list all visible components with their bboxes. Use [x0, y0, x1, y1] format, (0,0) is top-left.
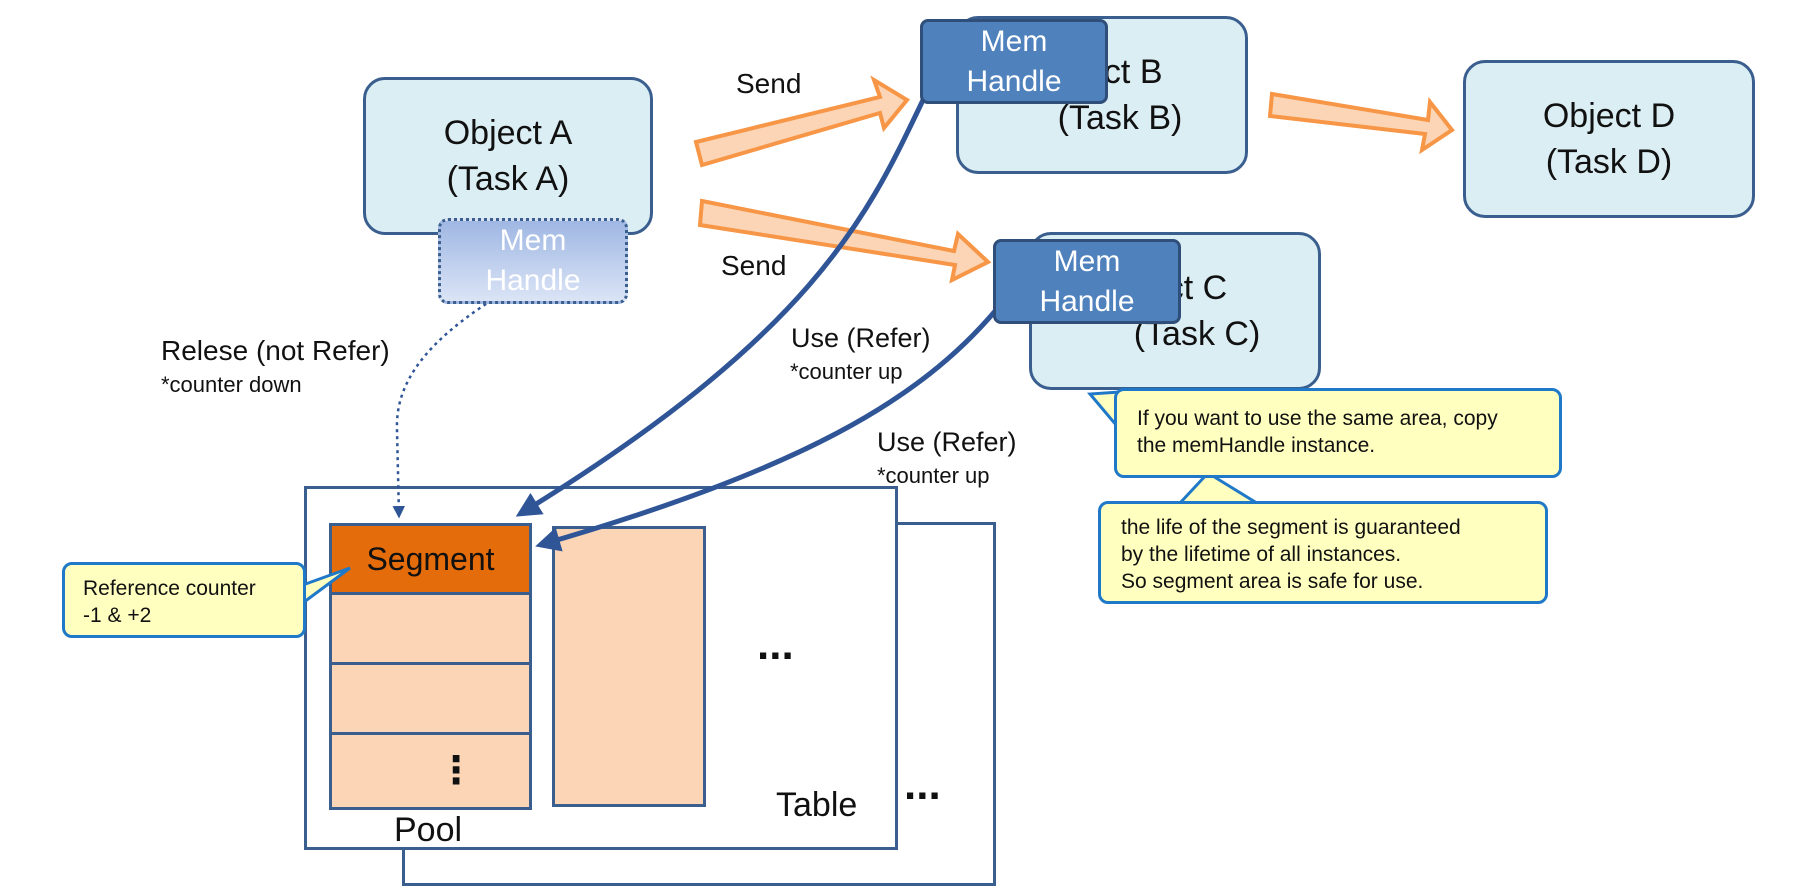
send-arrow-a-to-b [693, 75, 911, 168]
mem-handle-line2: Handle [966, 64, 1062, 98]
copy-callout-line1: If you want to use the same area, copy [1137, 407, 1498, 430]
ref-callout-tail [298, 566, 351, 608]
release-label: Relese (not Refer) [161, 335, 390, 366]
use-c-label: Use (Refer) [877, 427, 1017, 457]
refer-arrow-b-to-segment [515, 96, 927, 517]
lifetime-callout: the life of the segment is guaranteed by… [1098, 501, 1548, 604]
inner-ellipsis: ... [757, 620, 794, 669]
send-arrow-b-to-d [1267, 91, 1455, 155]
object-b-task: (Task B) [1057, 99, 1183, 137]
object-a-name: Object A [443, 114, 573, 152]
pool-cell [329, 732, 532, 810]
send-label-top: Send [736, 68, 802, 99]
mem-handle-b: Mem Handle [920, 19, 1108, 104]
outer-ellipsis: ... [904, 760, 941, 809]
reference-counter-line2: -1 & +2 [83, 604, 152, 627]
reference-counter-line1: Reference counter [83, 577, 256, 600]
object-d-name: Object D [1542, 97, 1676, 135]
use-b-label: Use (Refer) [791, 323, 931, 353]
mem-handle-c: Mem Handle [993, 239, 1181, 324]
release-sublabel: *counter down [161, 372, 302, 397]
pool-vertical-ellipsis: ⋮ [437, 750, 475, 792]
segment-cell: Segment [329, 523, 532, 595]
object-d-task: (Task D) [1545, 143, 1673, 181]
mem-handle-line1: Mem [1053, 244, 1121, 278]
pool-column-2 [552, 526, 706, 807]
mem-handle-line2: Handle [485, 264, 581, 297]
lifetime-callout-line2: by the lifetime of all instances. [1121, 543, 1402, 566]
copy-callout: If you want to use the same area, copy t… [1114, 388, 1562, 478]
use-c-sublabel: *counter up [877, 463, 990, 488]
mem-handle-line1: Mem [980, 24, 1048, 58]
object-d: Object D (Task D) [1463, 60, 1755, 218]
pool-cell [329, 662, 532, 735]
pool-label: Pool [394, 811, 463, 849]
segment-label: Segment [366, 540, 495, 577]
mem-handle-line1: Mem [499, 224, 567, 257]
lifetime-callout-line3: So segment area is safe for use. [1121, 570, 1424, 593]
mem-handle-a-released: Mem Handle [438, 218, 628, 304]
lifetime-callout-line1: the life of the segment is guaranteed [1121, 516, 1461, 539]
send-label-bottom: Send [721, 250, 787, 281]
copy-callout-line2: the memHandle instance. [1137, 434, 1376, 457]
table-label: Table [776, 786, 858, 824]
reference-counter-callout: Reference counter -1 & +2 [62, 562, 306, 638]
release-connector [392, 298, 493, 519]
refer-arrow-c-to-segment [535, 308, 998, 552]
use-b-sublabel: *counter up [790, 359, 903, 384]
mem-handle-line2: Handle [1039, 284, 1135, 318]
object-a-task: (Task A) [446, 160, 570, 198]
